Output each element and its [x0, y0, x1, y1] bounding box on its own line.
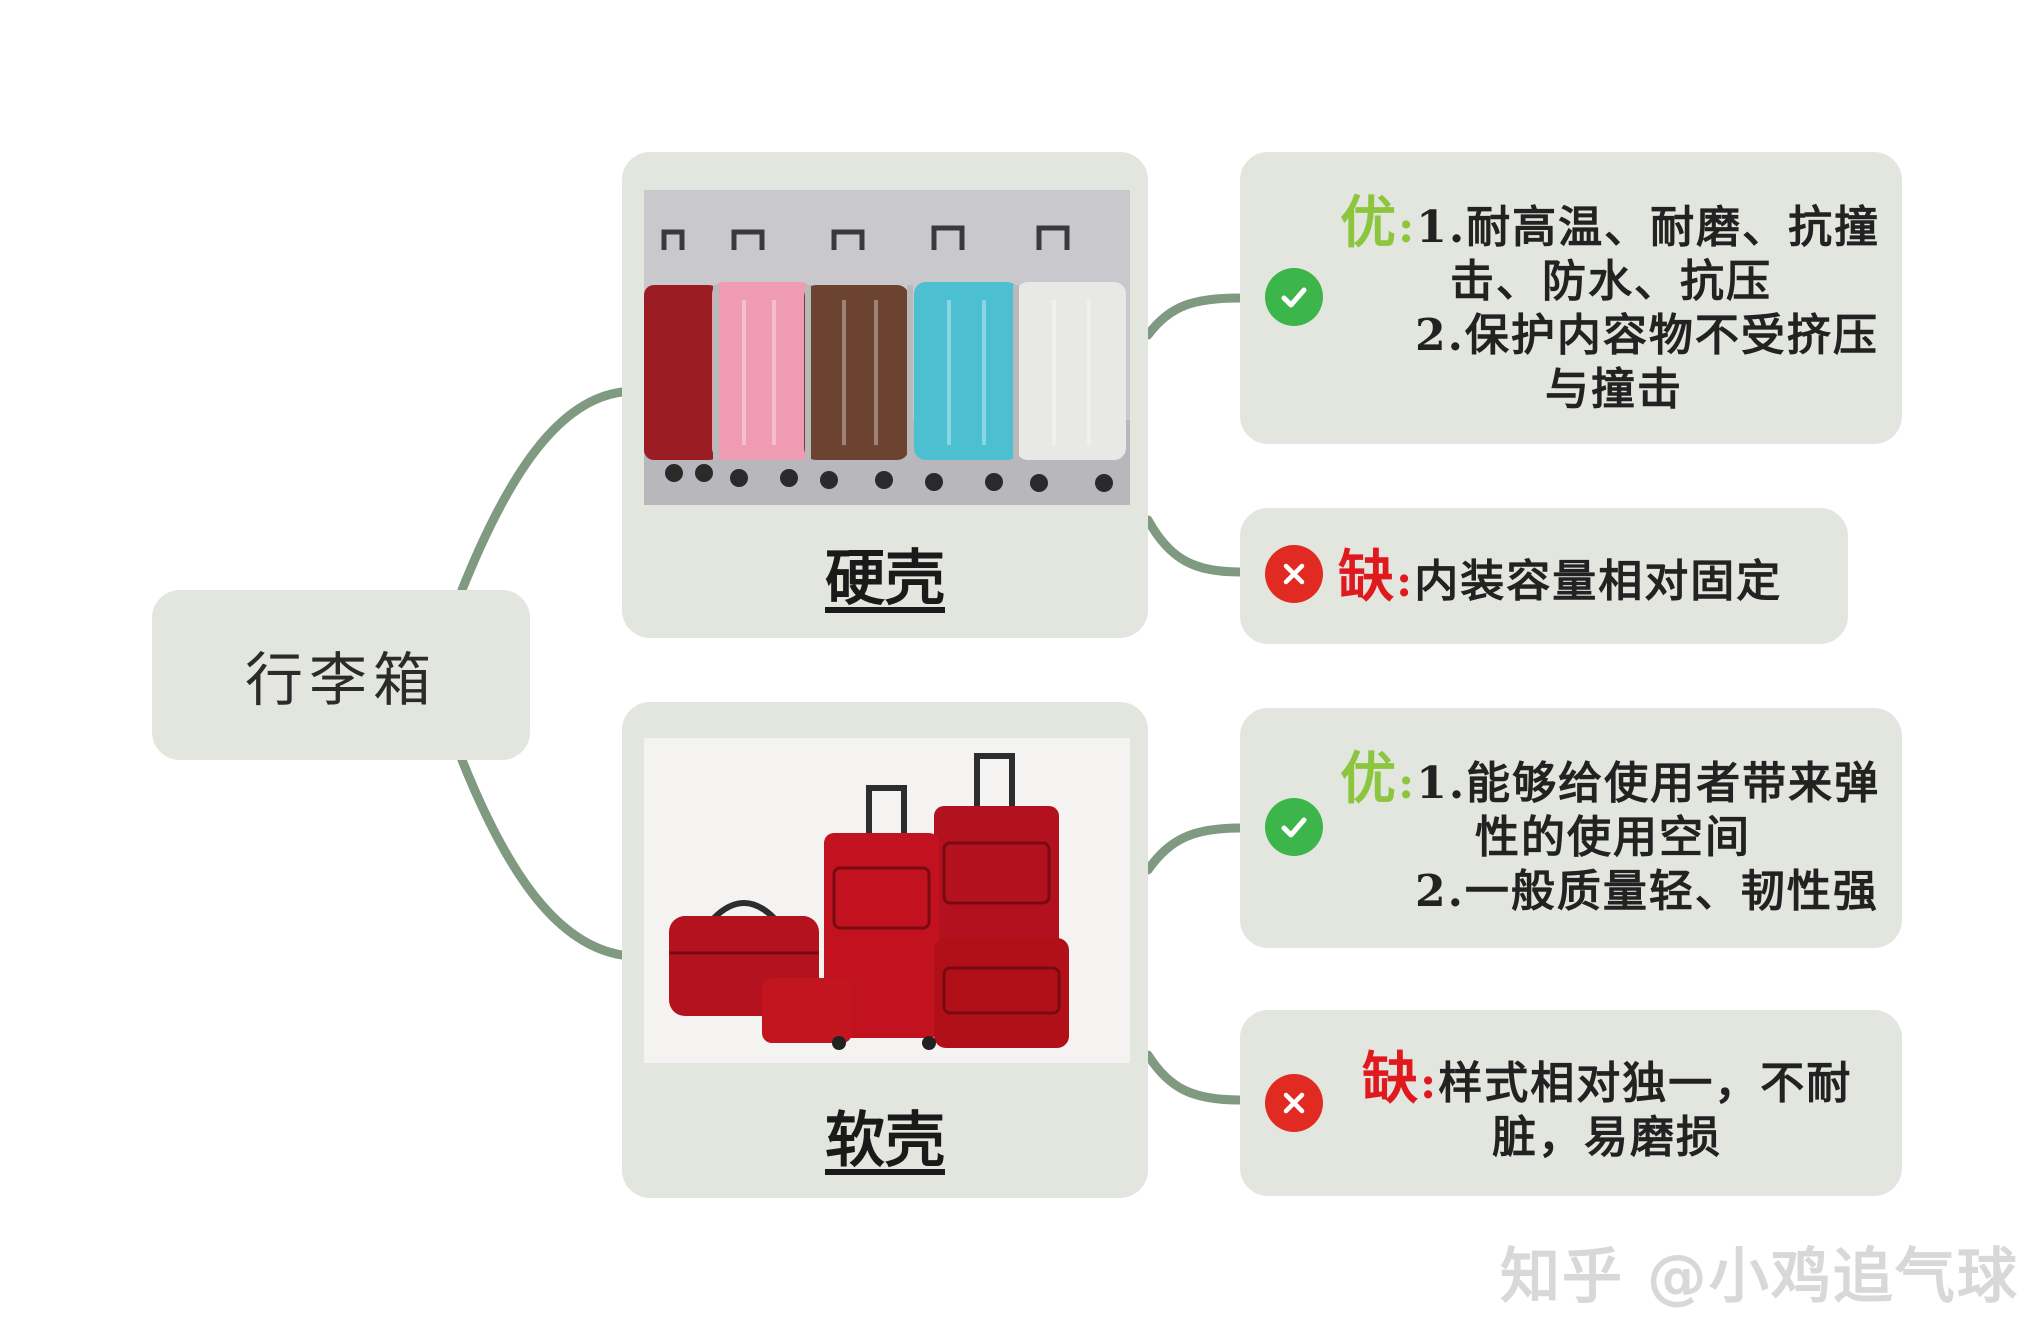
connector-soft-cons	[1143, 1050, 1245, 1105]
hard-shell-luggage-photo	[644, 190, 1130, 505]
connector-root-hard	[457, 387, 627, 595]
cons-line: 脏，易磨损	[1492, 1112, 1722, 1163]
cons-line: 内装容量相对固定	[1414, 556, 1783, 607]
connector-hard-pros	[1143, 293, 1245, 340]
check-icon	[1265, 268, 1323, 326]
watermark: 知乎 @小鸡追气球	[1500, 1242, 2019, 1312]
pros-tag: 优	[1340, 746, 1398, 812]
close-icon	[1265, 545, 1323, 603]
connector-root-soft	[457, 755, 627, 960]
root-label: 行李箱	[244, 646, 437, 714]
pros-line: 性的使用空间	[1475, 812, 1751, 863]
hard-shell-cons-text: 缺:内装容量相对固定	[1338, 544, 1783, 610]
soft-shell-pros-text: 优:1.能够给使用者带来弹 性的使用空间 2.一般质量轻、韧性强	[1340, 746, 1881, 917]
soft-shell-luggage-photo	[644, 738, 1130, 1063]
soft-shell-title: 软壳	[825, 1106, 945, 1176]
close-icon	[1265, 1074, 1323, 1132]
soft-shell-pros-node	[1240, 708, 1902, 948]
hard-shell-pros-text: 优:1.耐高温、耐磨、抗撞 击、防水、抗压 2.保护内容物不受挤压 与撞击	[1340, 190, 1881, 415]
cons-tag: 缺	[1338, 544, 1396, 610]
root-node	[152, 590, 530, 760]
soft-shell-cons-node	[1240, 1010, 1902, 1196]
hard-shell-pros-node	[1240, 152, 1902, 444]
hard-shell-cons-node	[1240, 508, 1848, 644]
pros-line: 1.能够给使用者带来弹	[1416, 758, 1881, 809]
connector-soft-pros	[1143, 823, 1245, 875]
cons-tag: 缺	[1362, 1046, 1420, 1112]
hard-shell-title: 硬壳	[825, 544, 945, 614]
cons-line: 样式相对独一，不耐	[1438, 1058, 1853, 1109]
check-icon	[1265, 798, 1323, 856]
pros-line: 1.耐高温、耐磨、抗撞	[1416, 202, 1881, 253]
pros-tag: 优	[1340, 190, 1398, 256]
soft-shell-cons-text: 缺:样式相对独一，不耐 脏，易磨损	[1362, 1051, 1882, 1165]
pros-line: 与撞击	[1545, 364, 1683, 415]
pros-line: 击、防水、抗压	[1450, 256, 1772, 307]
connector-hard-cons	[1143, 515, 1245, 577]
pros-line: 2.一般质量轻、韧性强	[1415, 866, 1879, 917]
pros-line: 2.保护内容物不受挤压	[1415, 310, 1879, 361]
